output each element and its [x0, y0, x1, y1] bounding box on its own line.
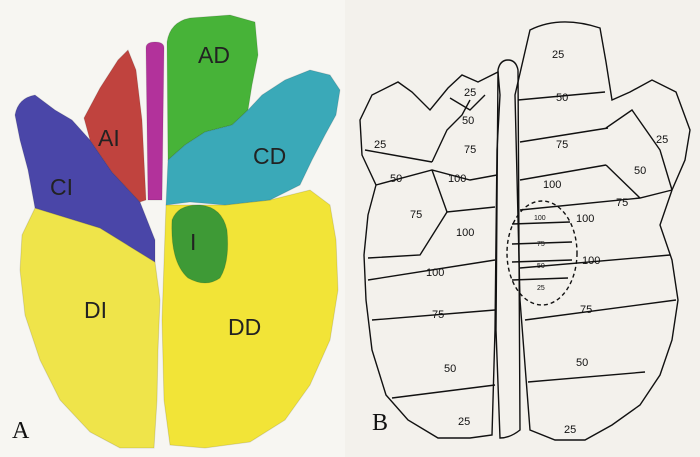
- seg-label: 50: [444, 363, 456, 375]
- lobe-label-ad: AD: [198, 42, 230, 68]
- trachea: [146, 42, 164, 200]
- panel-label-a: A: [12, 418, 30, 444]
- seg-label-accessory: 75: [537, 241, 545, 248]
- seg-label: 25: [374, 139, 386, 151]
- seg-label: 75: [580, 304, 592, 316]
- lobe-label-cd: CD: [253, 143, 286, 169]
- seg-label: 100: [582, 255, 600, 267]
- lobe-label-dd: DD: [228, 314, 261, 340]
- seg-label: 75: [616, 197, 628, 209]
- seg-label: 25: [464, 87, 476, 99]
- seg-label-accessory: 25: [537, 285, 545, 292]
- lobe-label-i: I: [190, 229, 196, 255]
- seg-label: 50: [556, 92, 568, 104]
- seg-label: 75: [464, 144, 476, 156]
- panel-label-b: B: [372, 410, 388, 436]
- seg-label-accessory: 100: [534, 215, 546, 222]
- seg-label: 50: [390, 173, 402, 185]
- lobe-label-ai: AI: [98, 125, 120, 151]
- seg-label: 25: [552, 49, 564, 61]
- seg-label: 75: [556, 139, 568, 151]
- seg-label: 25: [458, 416, 470, 428]
- seg-label: 100: [543, 179, 561, 191]
- seg-label: 50: [634, 165, 646, 177]
- seg-label: 25: [656, 134, 668, 146]
- seg-label: 100: [456, 227, 474, 239]
- seg-label: 25: [564, 424, 576, 436]
- lobe-label-ci: CI: [50, 174, 73, 200]
- seg-label: 100: [448, 173, 466, 185]
- seg-label: 50: [576, 357, 588, 369]
- seg-label: 100: [426, 267, 444, 279]
- seg-label: 75: [432, 309, 444, 321]
- lobe-label-di: DI: [84, 297, 107, 323]
- seg-label: 75: [410, 209, 422, 221]
- seg-label: 50: [462, 115, 474, 127]
- seg-label-accessory: 50: [537, 263, 545, 270]
- seg-label: 100: [576, 213, 594, 225]
